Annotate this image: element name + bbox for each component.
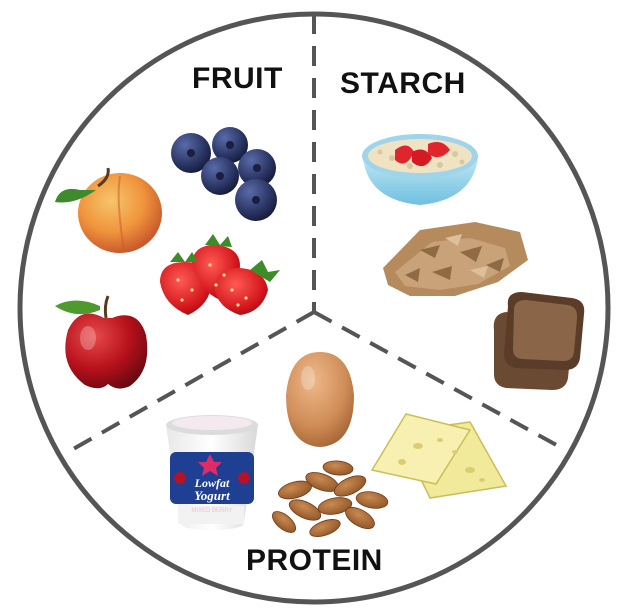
blueberries-icon: [171, 127, 277, 221]
yogurt-brand-line2: Yogurt: [194, 488, 230, 503]
starch-section-label: STARCH: [340, 67, 466, 101]
fruit-section-label: FRUIT: [192, 62, 283, 96]
protein-section-label: PROTEIN: [246, 544, 383, 578]
almonds-icon: [269, 460, 389, 540]
egg-icon: [286, 352, 354, 447]
toast-icon: [494, 292, 585, 390]
bran-flakes-icon: [383, 222, 528, 296]
apple-icon: [55, 296, 147, 389]
peach-icon: [55, 168, 162, 253]
yogurt-brand-line3: MIXED BERRY: [191, 508, 232, 514]
strawberries-icon: [160, 234, 280, 315]
cheese-slices-icon: [372, 414, 506, 498]
oatmeal-bowl-icon: [362, 134, 478, 205]
